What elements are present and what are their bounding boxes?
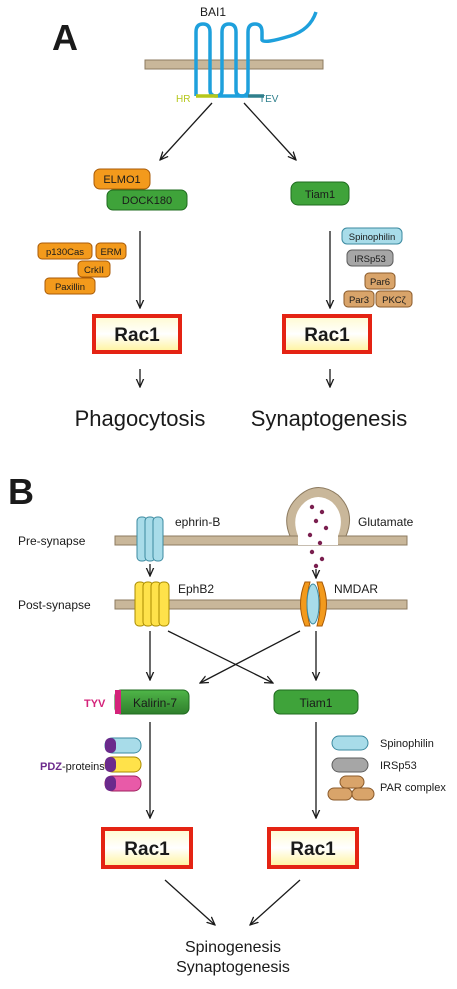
pre-synapse-label: Pre-synapse	[18, 534, 86, 548]
pdz-protein-stack	[104, 737, 142, 792]
p130cas-label: p130Cas	[46, 247, 84, 258]
tev-label: TEV	[259, 94, 279, 105]
synaptogenesis-label-b: Synaptogenesis	[176, 959, 290, 976]
par3-box	[343, 290, 375, 308]
arrow-rac1-left-to-outcome	[164, 879, 215, 925]
irsp53-box	[346, 249, 394, 267]
arrow-bai1-to-elmo	[160, 102, 213, 160]
elmo1-label: ELMO1	[103, 174, 140, 186]
elmo1-box	[93, 168, 151, 190]
crkii-label: CrkII	[84, 265, 104, 276]
arrow-bai1-to-tiam1	[243, 102, 296, 160]
erm-box	[95, 242, 127, 260]
par3-label: Par3	[349, 295, 369, 306]
spinophilin-label: Spinophilin	[349, 232, 395, 243]
panel-b-label: B	[8, 471, 34, 512]
par6-box	[364, 272, 396, 290]
ephrin-b-protein	[136, 516, 164, 562]
crkii-box	[77, 260, 111, 278]
pdz-proteins-label: PDZ-proteins	[40, 761, 105, 773]
erm-label: ERM	[100, 247, 121, 258]
ephb2-label: EphB2	[178, 582, 214, 596]
par6-label: Par6	[370, 277, 390, 288]
paxillin-label: Paxillin	[55, 282, 85, 293]
nmdar-label: NMDAR	[334, 582, 378, 596]
p130cas-box	[37, 242, 93, 260]
dock180-box	[106, 189, 188, 211]
phagocytosis-label: Phagocytosis	[75, 406, 206, 431]
rac1-box-a-right	[282, 314, 372, 354]
tiam1-box-a	[290, 181, 350, 206]
legend-irsp53-label: IRSp53	[380, 760, 417, 772]
legend-b: Spinophilin IRSp53 PAR complex	[327, 735, 446, 801]
kalirin7-tyv-tab	[115, 690, 121, 714]
tiam1-box-b	[273, 689, 359, 715]
dock180-label: DOCK180	[122, 195, 172, 207]
pre-synapse-membrane	[114, 487, 408, 546]
rac1-label-b-left: Rac1	[124, 839, 170, 860]
legend-par-complex-swatch	[327, 775, 375, 801]
rac1-label-a-left: Rac1	[114, 325, 160, 346]
bai1-label: BAI1	[200, 5, 226, 19]
rac1-box-b-left	[101, 827, 193, 869]
kalirin7-label: Kalirin-7	[133, 696, 177, 710]
legend-spinophilin-swatch	[331, 735, 369, 751]
glutamate-label: Glutamate	[358, 515, 414, 529]
ephrin-b-label: ephrin-B	[175, 515, 220, 529]
post-synapse-membrane	[114, 599, 408, 610]
rac1-box-a-left	[92, 314, 182, 354]
spinophilin-box	[341, 227, 403, 245]
legend-par-complex-label: PAR complex	[380, 782, 446, 794]
legend-spinophilin-label: Spinophilin	[380, 738, 434, 750]
nmdar-protein	[300, 581, 327, 627]
rac1-label-a-right: Rac1	[304, 325, 350, 346]
tiam1-label-b: Tiam1	[300, 696, 333, 710]
pkcz-box	[375, 290, 413, 308]
arrow-rac1-right-to-outcome	[250, 879, 301, 925]
synaptogenesis-label-a: Synaptogenesis	[251, 406, 408, 431]
rac1-label-b-right: Rac1	[290, 839, 336, 860]
pkcz-label: PKCζ	[382, 295, 407, 306]
ephb2-protein	[134, 581, 170, 627]
tiam1-label-a: Tiam1	[305, 189, 335, 201]
membrane-a	[144, 59, 324, 70]
right-adapter-cluster: Spinophilin IRSp53 Par6 Par3 PKCζ	[341, 227, 413, 308]
arrow-ephb2-to-tiam1	[167, 630, 273, 683]
post-synapse-label: Post-synapse	[18, 598, 91, 612]
arrow-nmdar-to-kalirin	[200, 630, 301, 683]
left-adapter-cluster: p130Cas ERM CrkII Paxillin	[37, 242, 127, 295]
spinogenesis-label: Spinogenesis	[185, 939, 281, 956]
hr-label: HR	[176, 94, 190, 105]
glutamate-dots	[307, 504, 329, 569]
tyv-label: TYV	[84, 698, 106, 710]
irsp53-label: IRSp53	[354, 254, 386, 265]
legend-irsp53-swatch	[331, 757, 369, 773]
panel-a-label: A	[52, 17, 78, 58]
rac1-box-b-right	[267, 827, 359, 869]
bai1-receptor	[194, 11, 318, 98]
paxillin-box	[44, 277, 96, 295]
